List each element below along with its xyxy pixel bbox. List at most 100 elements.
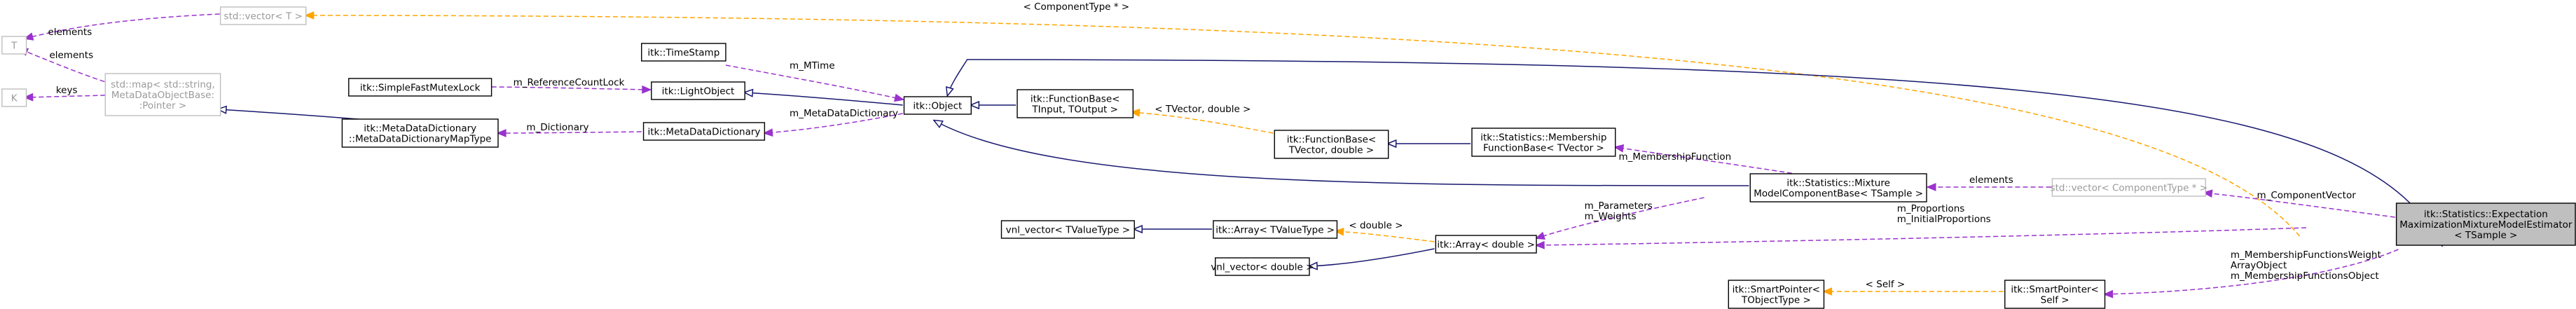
node-box[interactable] (1213, 220, 1338, 239)
node-label: vnl_vector< double > (1211, 262, 1314, 273)
node-label: itk::MetaDataDictionary (364, 123, 476, 135)
node-std-vector-componenttype[interactable]: std::vector< ComponentType * > (2051, 178, 2207, 197)
node-box[interactable] (903, 96, 972, 115)
node-box[interactable] (1000, 220, 1135, 239)
node-box[interactable] (1435, 235, 1537, 254)
node-em-estimator[interactable]: itk::Statistics::ExpectationMaximization… (2395, 202, 2576, 246)
edge-label-smartself-to-em: m_MembershipFunctionsWeightArrayObjectm_… (2231, 249, 2381, 282)
node-box[interactable] (341, 118, 499, 148)
edge-mutex-to-light (491, 87, 650, 90)
edge-label-t-to-vector: elements (48, 27, 92, 38)
edge-label-maptype-to-dict: m_Dictionary (526, 122, 588, 133)
node-label: itk::Object (913, 101, 962, 112)
node-label: itk::Array< TValueType > (1215, 225, 1335, 236)
node-box[interactable] (1017, 89, 1134, 118)
node-label: itk::MetaDataDictionary (647, 127, 760, 138)
edge-componentvector-to-em (2204, 193, 2395, 218)
node-box[interactable] (1749, 173, 1927, 202)
node-label: ::MetaDataDictionaryMapType (349, 134, 492, 145)
edge-label-smartptr-template: < Self > (1866, 279, 1906, 290)
node-t[interactable]: T (1, 36, 27, 55)
edge-label-membership-to-mixture: m_MembershipFunction (1618, 151, 1731, 163)
edge-array-inherits-vnldouble (1309, 248, 1435, 266)
node-label: itk::LightObject (662, 86, 735, 97)
node-box[interactable] (1728, 280, 1825, 309)
node-label: itk::FunctionBase< (1031, 94, 1120, 105)
node-functionbase-tvector[interactable]: itk::FunctionBase< TVector, double > (1274, 130, 1389, 159)
node-simplefastmutexlock[interactable]: itk::SimpleFastMutexLock (348, 78, 493, 97)
node-box[interactable] (1, 36, 27, 55)
edge-array-template (1336, 231, 1435, 242)
edge-object-inherits-light (745, 92, 903, 106)
edge-label-text: m_Dictionary (526, 122, 588, 133)
edge-label-text: m_MembershipFunctionsObject (2231, 270, 2379, 282)
node-label: std::vector< ComponentType * > (2051, 183, 2207, 194)
node-label: TInput, TOutput > (1031, 104, 1118, 116)
node-timestamp[interactable]: itk::TimeStamp (641, 43, 726, 62)
edge-mixture-inherits-object (935, 121, 1749, 186)
node-box[interactable] (104, 73, 221, 116)
edge-label-text: < TVector, double > (1155, 104, 1251, 115)
node-box[interactable] (2395, 202, 2576, 246)
nodes: T K std::vector< T > std::map< std::stri… (1, 6, 2576, 309)
node-array-double[interactable]: itk::Array< double > (1435, 235, 1537, 254)
node-std-vector-t[interactable]: std::vector< T > (219, 6, 307, 25)
node-box[interactable] (641, 43, 726, 62)
node-k[interactable]: K (1, 88, 27, 107)
edge-t-to-map (20, 49, 112, 85)
edge-label-text: m_InitialProportions (1897, 214, 1991, 225)
node-std-map[interactable]: std::map< std::string, MetaDataObjectBas… (104, 73, 221, 116)
edge-label-component-elements: elements (1969, 174, 2013, 186)
node-box[interactable] (1, 88, 27, 107)
node-box[interactable] (2051, 178, 2206, 197)
node-box[interactable] (219, 6, 307, 25)
node-smartpointer-tobjecttype[interactable]: itk::SmartPointer< TObjectType > (1728, 280, 1825, 309)
node-box[interactable] (1274, 130, 1389, 159)
node-membershipfunctionbase[interactable]: itk::Statistics::MembershipFunctionBase<… (1471, 128, 1616, 157)
node-metadatadictionary[interactable]: itk::MetaDataDictionary (642, 122, 766, 141)
node-label: itk::FunctionBase< (1287, 135, 1377, 146)
node-label: < TSample > (2454, 230, 2517, 241)
edge-func-template (1131, 112, 1274, 134)
edge-membership-to-mixture (1616, 147, 1800, 175)
node-label: itk::SmartPointer< (1733, 284, 1820, 296)
node-label: itk::Statistics::Mixture (1786, 178, 1890, 189)
edge-label-dict-to-object: m_MetaDataDictionary (790, 108, 898, 119)
node-object[interactable]: itk::Object (903, 96, 972, 115)
node-box[interactable] (651, 81, 745, 100)
node-label: TVector, double > (1288, 145, 1374, 156)
node-smartpointer-self[interactable]: itk::SmartPointer< Self > (2004, 280, 2106, 309)
node-box[interactable] (1471, 128, 1616, 157)
node-vnl-vector-double[interactable]: vnl_vector< double > (1211, 257, 1314, 276)
edge-label-text: elements (48, 27, 92, 38)
node-mixturemodelcomponentbase[interactable]: itk::Statistics::MixtureModelComponentBa… (1749, 173, 1927, 202)
edge-label-text: keys (56, 85, 78, 96)
node-box[interactable] (1215, 257, 1310, 276)
node-box[interactable] (642, 122, 766, 141)
node-label: itk::TimeStamp (647, 48, 719, 59)
node-label: T (11, 41, 18, 52)
node-label: std::map< std::string, (111, 79, 215, 90)
node-label: ModelComponentBase< TSample > (1754, 188, 1923, 200)
node-array-tvaluetype[interactable]: itk::Array< TValueType > (1213, 220, 1338, 239)
edge-label-text: m_Weights (1585, 211, 1637, 222)
edge-label-text: m_MetaDataDictionary (790, 108, 898, 119)
edge-label-text: m_MembershipFunction (1618, 151, 1731, 163)
node-label: MetaDataObjectBase: (111, 90, 214, 101)
edge-smartself-to-em (2105, 249, 2399, 294)
node-box[interactable] (348, 78, 493, 97)
node-box[interactable] (2004, 280, 2106, 309)
node-label: Self > (2041, 295, 2069, 306)
node-label: TObjectType > (1741, 295, 1811, 306)
node-label: itk::Array< double > (1437, 240, 1535, 251)
node-label: itk::Statistics::Membership (1480, 132, 1606, 144)
edge-label-func-template: < TVector, double > (1155, 104, 1251, 115)
node-vnl-vector-tvaluetype[interactable]: vnl_vector< TValueType > (1000, 220, 1135, 239)
edge-label-mutex-to-light: m_ReferenceCountLock (514, 77, 625, 88)
node-lightobject[interactable]: itk::LightObject (651, 81, 745, 100)
node-metadatadictionary-maptype[interactable]: itk::MetaDataDictionary::MetaDataDiction… (341, 118, 499, 148)
node-functionbase-tinput[interactable]: itk::FunctionBase< TInput, TOutput > (1017, 89, 1134, 118)
